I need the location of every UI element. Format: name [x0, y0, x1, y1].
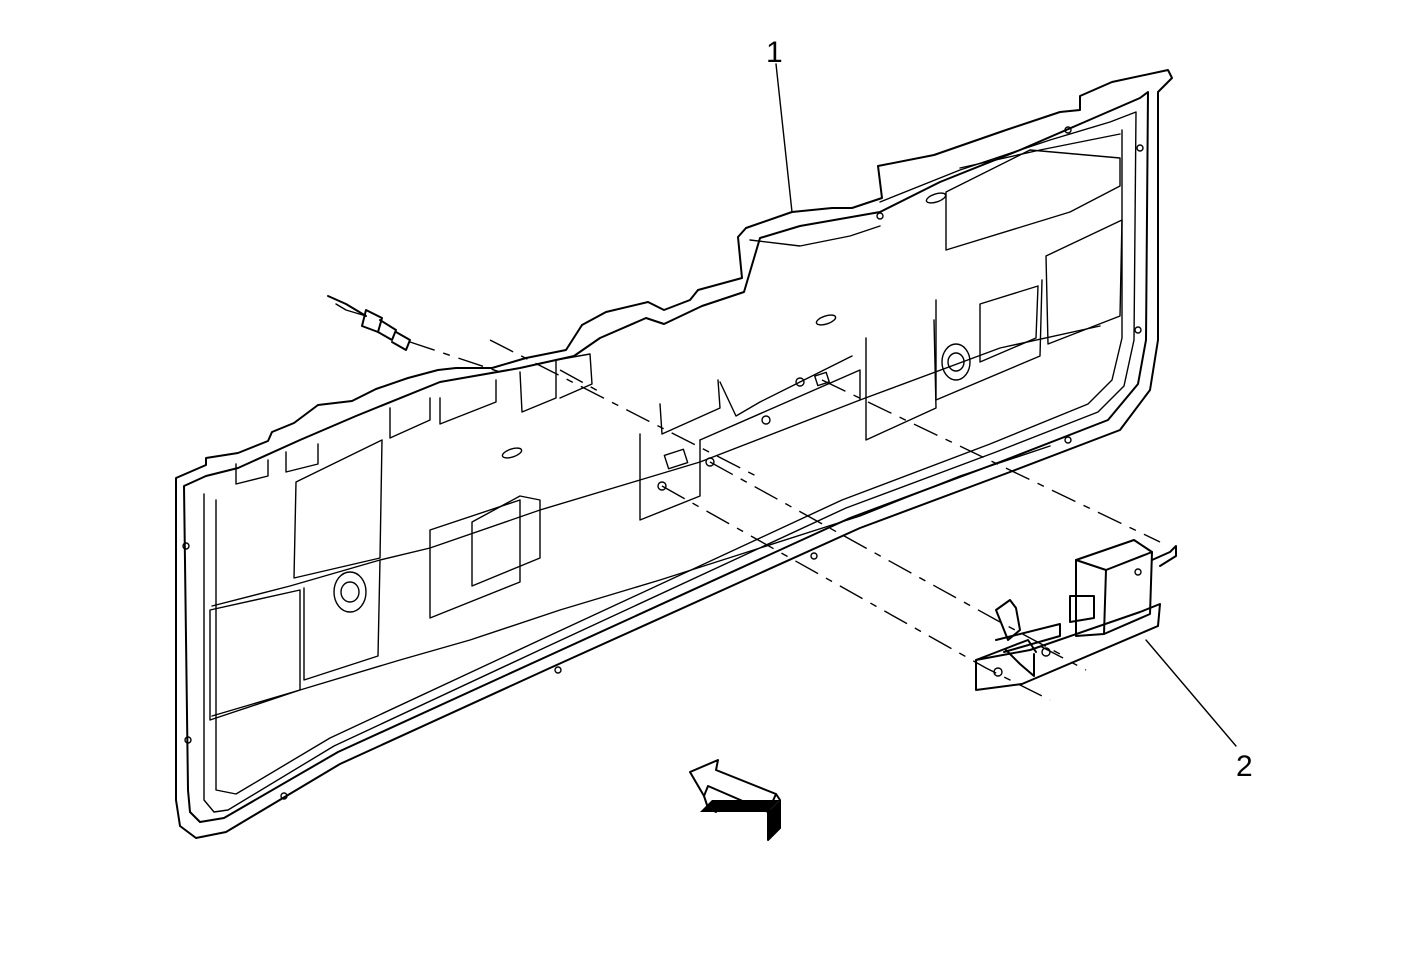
callout-2-leader	[1145, 639, 1237, 747]
callout-1-leader	[775, 63, 793, 213]
direction-arrow-icon	[689, 759, 781, 841]
callout-1-label: 1	[766, 36, 783, 69]
callout-2-label: 2	[1236, 750, 1253, 783]
latch-actuator-assembly	[975, 539, 1177, 691]
tailgate-inner-panel	[175, 69, 1173, 839]
push-pin-retainer	[327, 295, 411, 351]
alignment-lines	[409, 339, 1161, 701]
